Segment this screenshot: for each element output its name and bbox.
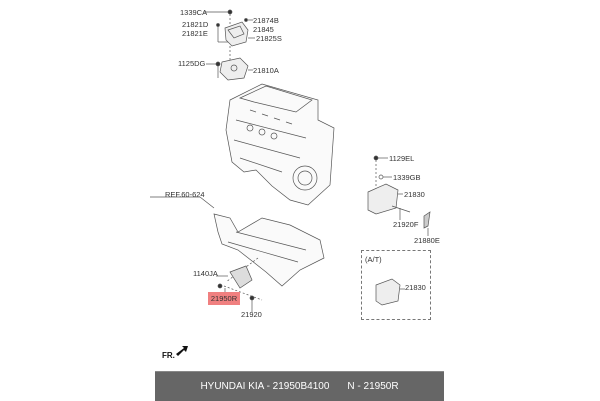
reference-label: REF.60-624 [165,190,205,199]
top-mount-bracket [204,9,255,60]
rear-roll-mount [216,265,263,312]
automatic-transmission-box [361,250,431,320]
part-label-21845: 21845 [253,25,274,34]
part-label-21880E: 21880E [414,236,440,245]
engine-block [225,83,335,206]
highlighted-part-label-21950R[interactable]: 21950R [208,292,240,305]
part-label-21825S: 21825S [256,34,282,43]
part-label-21874B: 21874B [253,16,279,25]
part-label-21821D: 21821D [182,20,209,29]
automatic-transmission-label: (A/T) [365,255,382,264]
part-label-21830-at: 21830 [405,283,426,292]
front-arrow-icon [176,346,188,356]
part-label-1129EL: 1129EL [389,154,415,163]
part-label-21810A: 21810A [253,66,279,75]
lower-mount-bracket [206,57,253,81]
subframe [150,196,325,287]
part-label-1339GB: 1339GB [393,173,421,182]
part-label-21920F: 21920F [393,220,419,229]
side-mount [367,155,431,236]
footer-brand-part-number: HYUNDAI KIA - 21950B4100 [200,381,330,392]
part-label-21821E: 21821E [182,29,208,38]
part-label-21920: 21920 [241,310,262,319]
part-label-1339CA: 1339CA [180,8,208,17]
part-label-1140JA: 1140JA [193,269,218,278]
part-number-footer: HYUNDAI KIA - 21950B4100 N - 21950R [155,371,444,401]
part-label-1125DG: 1125DG [178,59,206,68]
footer-diagram-code: N - 21950R [347,381,399,392]
part-label-21830: 21830 [404,190,425,199]
front-direction-label: FR. [162,351,175,360]
at-mount-icon [375,278,405,306]
